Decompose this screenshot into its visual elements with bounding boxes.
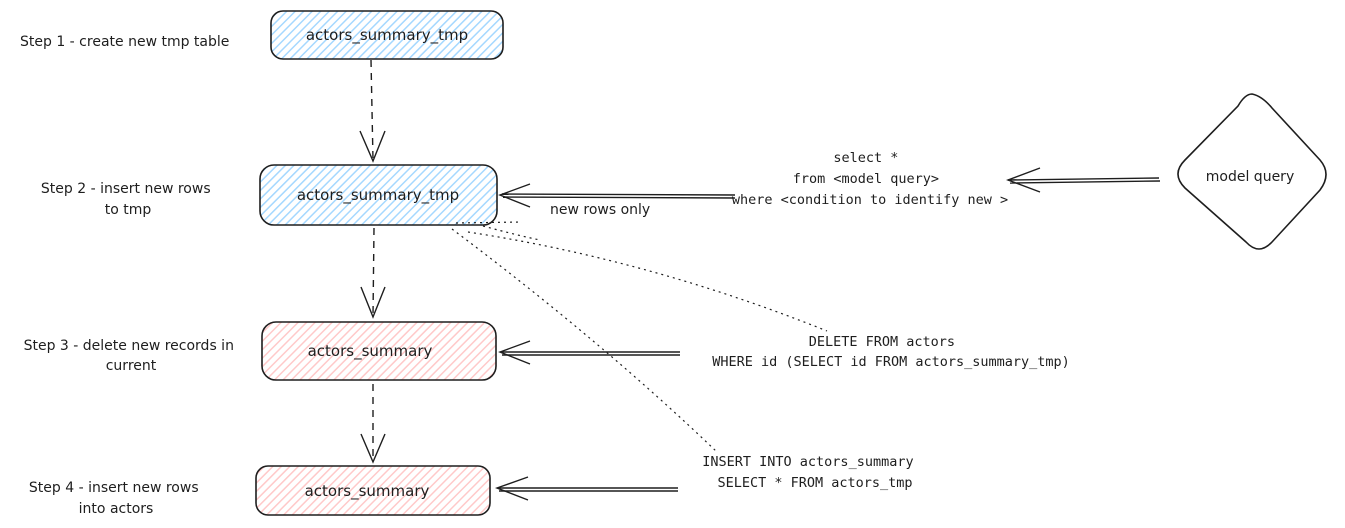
step-2-label-line-1: Step 2 - insert new rows [41, 181, 211, 197]
step-4-label-line-1: Step 4 - insert new rows [29, 480, 199, 496]
arrow-step3-to-step4 [360, 384, 386, 464]
step-4-box[interactable]: actors_summary [255, 465, 491, 516]
dotted-line-new-rows [455, 221, 523, 224]
dotted-connectors [451, 221, 828, 453]
step-2-label-line-2: to tmp [105, 202, 152, 218]
new-rows-only-label: new rows only [550, 202, 650, 218]
step-3-label-line-2: current [106, 358, 157, 374]
arrow-insert-to-step4 [494, 476, 678, 501]
select-query-line-3: where <condition to identify new > [732, 192, 1008, 208]
step-2-label: Step 2 - insert new rows to tmp [41, 181, 215, 218]
arrow-step2-to-step3 [360, 227, 386, 319]
delete-query-line-2: WHERE id (SELECT id FROM actors_summary_… [712, 354, 1070, 370]
step-4-box-text: actors_summary [305, 482, 430, 501]
step-2-box[interactable]: actors_summary_tmp [259, 164, 498, 226]
step-1-box-text: actors_summary_tmp [306, 26, 468, 45]
dotted-line-to-delete-2 [482, 225, 541, 241]
model-query-label: model query [1206, 169, 1294, 185]
arrow-step1-to-step2 [359, 59, 386, 163]
step-4-label: Step 4 - insert new rows into actors [29, 480, 203, 517]
dotted-line-to-delete [467, 231, 828, 332]
arrow-select-to-step2 [498, 183, 736, 208]
select-query-text: select * from <model query> where <condi… [732, 150, 1008, 208]
insert-query-line-1: INSERT INTO actors_summary [702, 454, 913, 470]
arrow-delete-to-step3 [498, 340, 680, 365]
step-1-label: Step 1 - create new tmp table [20, 34, 229, 50]
select-query-line-1: select * [833, 150, 898, 166]
step-1-box[interactable]: actors_summary_tmp [270, 10, 504, 60]
step-4-label-line-2: into actors [79, 501, 154, 517]
select-query-line-2: from <model query> [793, 171, 939, 187]
insert-query-text: INSERT INTO actors_summary SELECT * FROM… [702, 454, 921, 491]
step-3-box[interactable]: actors_summary [261, 321, 497, 381]
step-3-label: Step 3 - delete new records in current [24, 338, 239, 374]
step-3-box-text: actors_summary [308, 342, 433, 361]
model-query-node[interactable]: model query [1177, 93, 1327, 250]
delete-query-text: DELETE FROM actors WHERE id (SELECT id F… [712, 334, 1070, 370]
step-3-label-line-1: Step 3 - delete new records in [24, 338, 234, 354]
arrow-model-query-to-select [1006, 167, 1161, 193]
step-2-box-text: actors_summary_tmp [297, 186, 459, 205]
insert-query-line-2: SELECT * FROM actors_tmp [717, 475, 912, 491]
delete-query-line-1: DELETE FROM actors [809, 334, 955, 350]
